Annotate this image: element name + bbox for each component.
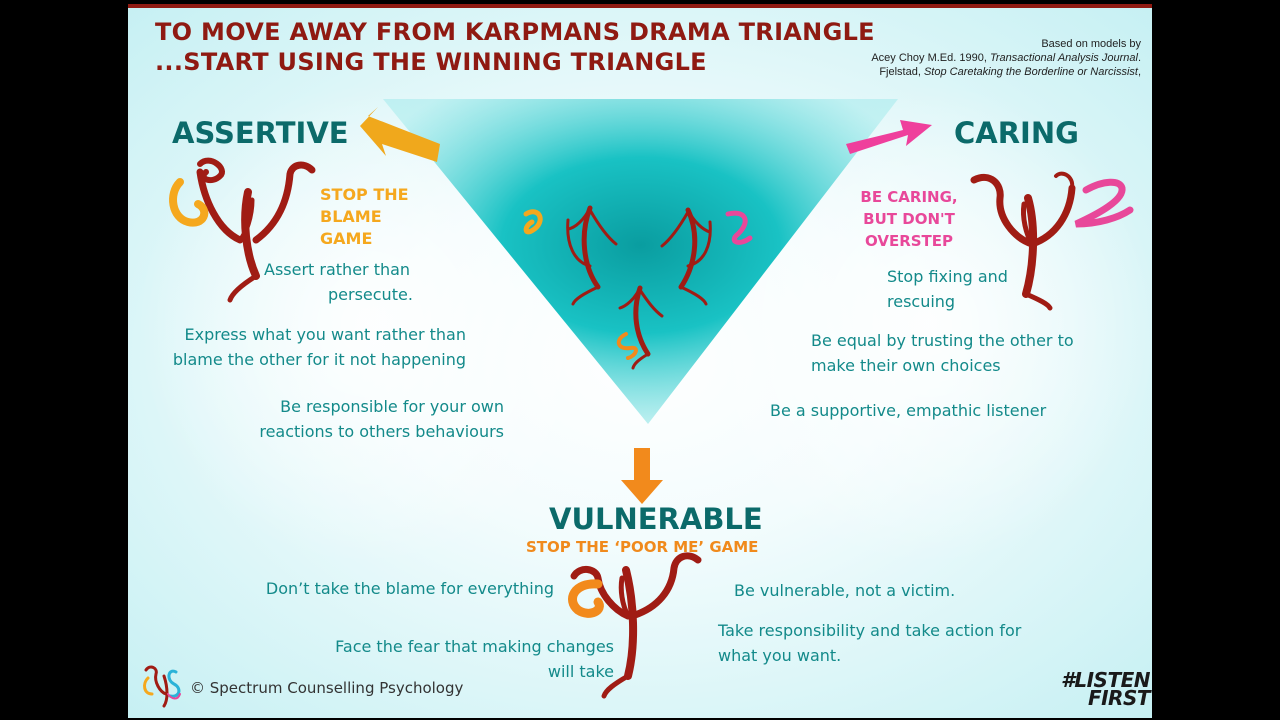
copyright-text: © Spectrum Counselling Psychology — [190, 679, 464, 697]
vulnerable-left-point-2: Face the fear that making changes will t… — [248, 634, 614, 684]
credits-line-2: Acey Choy M.Ed. 1990, Transactional Anal… — [871, 51, 1141, 65]
vulnerable-heading: VULNERABLE — [549, 502, 763, 536]
assertive-heading: ASSERTIVE — [172, 116, 349, 150]
listen-first-line-2: FIRST — [1087, 686, 1151, 710]
credits-author-1: Acey Choy M.Ed. 1990, — [871, 52, 990, 64]
vulnerable-psi-figure-icon — [568, 552, 702, 699]
vulnerable-point-line: Face the fear that making changes — [335, 637, 614, 656]
credits-line-1: Based on models by — [1041, 38, 1141, 50]
assertive-psi-figure-icon — [169, 157, 316, 303]
winning-triangle — [383, 99, 898, 424]
vulnerable-subtitle: STOP THE ‘POOR ME’ GAME — [526, 538, 759, 556]
credits-book: Stop Caretaking the Borderline or Narcis… — [923, 66, 1138, 78]
vulnerable-point-line: Be vulnerable, not a victim. — [734, 581, 956, 600]
vulnerable-point-line: will take — [547, 662, 614, 681]
caring-point-line: Stop fixing and — [887, 267, 1008, 286]
assertive-point-line: Assert rather than — [264, 260, 411, 279]
caring-subtitle-line: BUT DON'T — [863, 210, 955, 228]
vulnerable-point-line: Take responsibility and take action for — [718, 621, 1022, 640]
credits-line-3: Fjelstad, Stop Caretaking the Borderline… — [871, 65, 1141, 79]
center-figure-bottom — [616, 285, 664, 370]
caring-point-line: Be a supportive, empathic listener — [770, 401, 1047, 420]
caring-subtitle: BE CARING, BUT DON'T OVERSTEP — [850, 186, 968, 252]
title-line-2: ...START USING THE WINNING TRIANGLE — [155, 48, 707, 76]
arrow-down-icon — [621, 448, 663, 504]
caring-point-3: Be a supportive, empathic listener — [770, 398, 1046, 423]
credits-punct-1: . — [1137, 52, 1141, 64]
vulnerable-point-line: Don’t take the blame for everything — [265, 579, 554, 598]
caring-point-line: make their own choices — [811, 356, 1001, 375]
listen-first-tag: #LISTEN FIRST — [1060, 668, 1151, 710]
assertive-point-1: Assert rather than persecute. — [264, 257, 424, 307]
credits-author-2: Fjelstad, — [879, 66, 924, 78]
center-figure-left — [523, 205, 618, 306]
center-figure-right — [660, 207, 753, 306]
caring-psi-figure-icon — [970, 171, 1134, 311]
assertive-point-line: Be responsible for your own — [280, 397, 504, 416]
credits: Based on models by Acey Choy M.Ed. 1990,… — [871, 37, 1141, 79]
assertive-subtitle-line: GAME — [320, 229, 373, 248]
caring-point-1: Stop fixing and rescuing — [887, 264, 1008, 314]
vulnerable-left-point-1: Don’t take the blame for everything — [188, 576, 554, 601]
assertive-point-line: reactions to others behaviours — [259, 422, 504, 441]
caring-point-line: Be equal by trusting the other to — [811, 331, 1074, 350]
caring-heading: CARING — [954, 116, 1079, 150]
vulnerable-right-point-1: Be vulnerable, not a victim. — [734, 578, 955, 603]
assertive-point-line: blame the other for it not happening — [172, 350, 466, 369]
vulnerable-right-point-2: Take responsibility and take action for … — [718, 618, 1021, 668]
credits-punct-2: , — [1137, 66, 1141, 78]
listen-first-line-1: #LISTEN — [1060, 668, 1151, 692]
caring-subtitle-line: OVERSTEP — [864, 232, 954, 250]
winning-triangle-slide: TO MOVE AWAY FROM KARPMANS DRAMA TRIANGL… — [128, 4, 1152, 718]
assertive-point-3: Be responsible for your own reactions to… — [232, 394, 504, 444]
arrow-up-right-icon — [846, 120, 932, 154]
assertive-point-line: persecute. — [328, 285, 413, 304]
vulnerable-point-line: what you want. — [718, 646, 842, 665]
caring-subtitle-line: BE CARING, — [860, 188, 958, 206]
caring-point-2: Be equal by trusting the other to make t… — [811, 328, 1074, 378]
assertive-subtitle-line: BLAME — [320, 207, 382, 226]
credits-journal: Transactional Analysis Journal — [989, 52, 1138, 64]
assertive-subtitle: STOP THE BLAME GAME — [320, 184, 409, 250]
arrow-up-left-icon — [360, 107, 440, 162]
caring-point-line: rescuing — [887, 292, 956, 311]
assertive-point-2: Express what you want rather than blame … — [144, 322, 466, 372]
assertive-point-line: Express what you want rather than — [184, 325, 467, 344]
spectrum-psi-logo-icon — [143, 665, 181, 708]
triangle-graphic — [138, 84, 1152, 708]
title-line-1: TO MOVE AWAY FROM KARPMANS DRAMA TRIANGL… — [155, 18, 875, 46]
assertive-subtitle-line: STOP THE — [320, 185, 409, 204]
top-border — [128, 4, 1152, 8]
